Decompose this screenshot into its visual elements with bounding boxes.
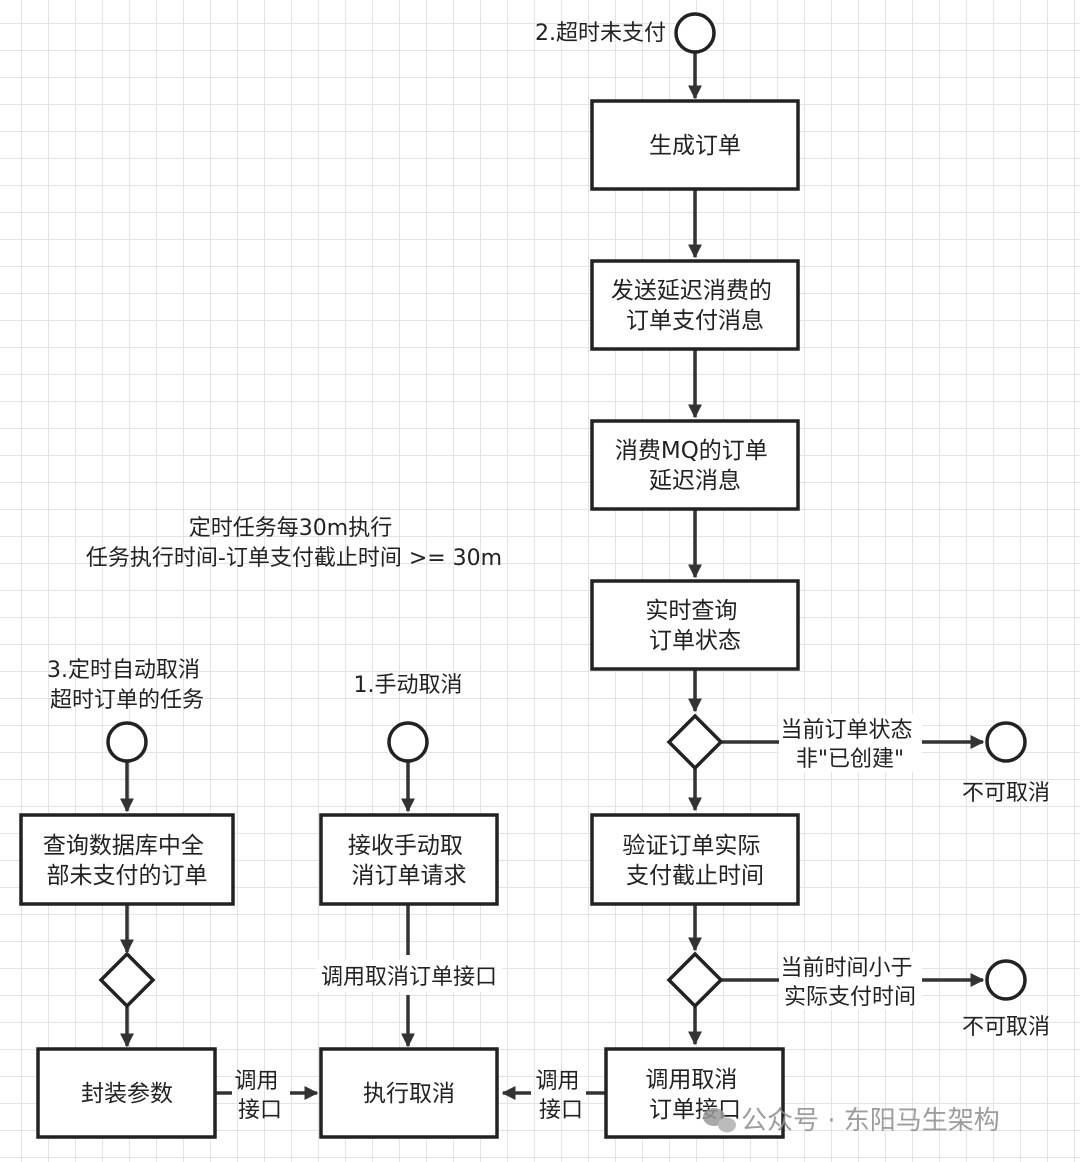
box-consume-mq xyxy=(590,419,800,511)
label-flow-timeout: 2.超时未支付 xyxy=(535,21,666,46)
label-flow-scheduled: 3.定时自动取消 超时订单的任务 xyxy=(47,658,207,713)
start-node-manual xyxy=(387,721,429,763)
decision-status-check xyxy=(666,713,724,771)
box-wrap-params xyxy=(36,1047,217,1139)
box-wrap-params-text: 封装参数 xyxy=(81,1081,173,1107)
box-execute-cancel-text: 执行取消 xyxy=(363,1081,455,1107)
box-generate-order-text: 生成订单 xyxy=(649,133,741,159)
end-label-status: 不可取消 xyxy=(962,781,1050,806)
condition-status-label: 当前订单状态 非"已创建" xyxy=(780,718,919,772)
box-consume-mq-text: 消费MQ的订单 延迟消息 xyxy=(615,438,775,494)
edge-label-api-to-execute: 调用 接口 xyxy=(535,1069,586,1123)
box-query-status xyxy=(590,579,800,671)
box-generate-order xyxy=(590,99,800,191)
box-receive-manual-text: 接收手动取 消订单请求 xyxy=(348,833,470,889)
condition-status-bg xyxy=(779,714,922,772)
label-flow-manual: 1.手动取消 xyxy=(354,673,463,698)
box-query-status-text: 实时查询 订单状态 xyxy=(645,598,744,654)
edge-label-manual-bg xyxy=(316,960,502,992)
start-node-timeout xyxy=(674,12,716,54)
watermark: 公众号 · 东阳马生架构 xyxy=(703,1106,1000,1136)
watermark-text: 公众号 · 东阳马生架构 xyxy=(741,1106,1000,1136)
connectors xyxy=(120,52,985,1100)
end-label-time: 不可取消 xyxy=(962,1015,1050,1040)
condition-time-label: 当前时间小于 实际支付时间 xyxy=(780,956,919,1010)
box-send-delay-msg-text: 发送延迟消费的 订单支付消息 xyxy=(611,278,779,334)
condition-time-bg xyxy=(779,952,922,1010)
decision-scheduled xyxy=(98,951,156,1009)
box-verify-deadline-text: 验证订单实际 支付截止时间 xyxy=(622,833,767,889)
end-node-time xyxy=(985,959,1027,1001)
box-receive-manual xyxy=(319,813,499,906)
label-scheduled-note: 定时任务每30m执行 任务执行时间-订单支付截止时间 >= 30m xyxy=(86,516,502,571)
box-send-delay-msg xyxy=(590,259,800,351)
box-execute-cancel xyxy=(319,1047,499,1139)
edge-label-wrap-to-execute: 调用 接口 xyxy=(234,1069,285,1123)
end-node-status xyxy=(985,721,1027,763)
edge-label-manual-to-execute: 调用取消订单接口 xyxy=(321,965,497,990)
box-query-db xyxy=(19,813,235,906)
box-call-cancel-api xyxy=(604,1047,785,1139)
box-query-db-text: 查询数据库中全 部未支付的订单 xyxy=(43,833,211,889)
box-verify-deadline xyxy=(590,813,800,906)
wechat-icon xyxy=(703,1108,736,1133)
start-node-scheduled xyxy=(106,721,148,763)
decision-time-check xyxy=(666,951,724,1009)
